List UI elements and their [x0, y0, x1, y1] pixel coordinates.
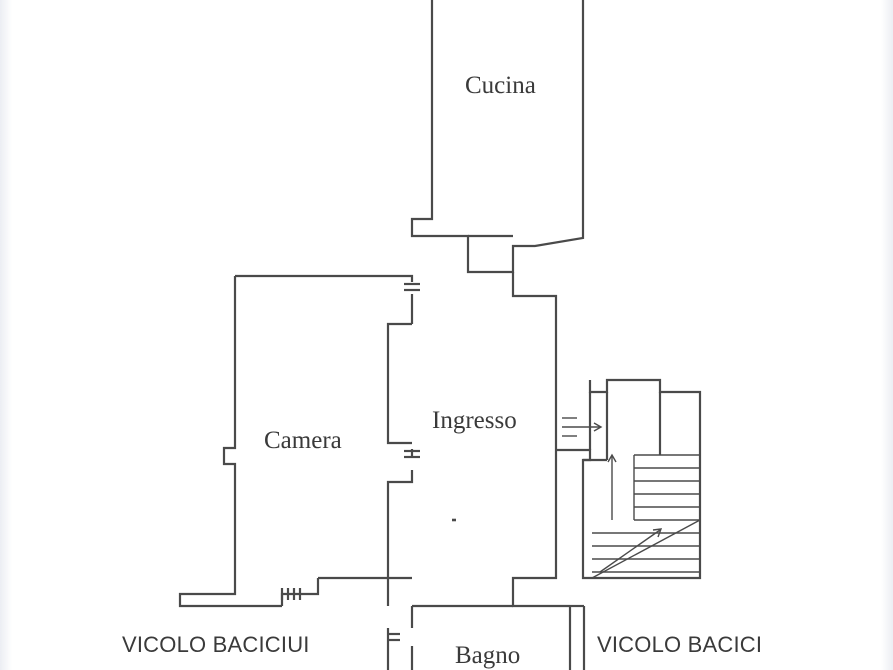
room-outline-ingresso	[386, 272, 586, 670]
room-label-camera: Camera	[264, 427, 342, 454]
stair-direction-arrows	[599, 453, 663, 573]
room-outline-cucina	[410, 0, 585, 274]
room-label-bagno: Bagno	[455, 642, 521, 669]
street-label-left: VICOLO BACICIUI	[122, 632, 310, 657]
wall-break-marks	[280, 282, 420, 642]
stairwell-outline	[556, 378, 702, 580]
room-label-cucina: Cucina	[465, 72, 536, 99]
stair-treads-lower	[591, 519, 701, 579]
street-label-right: VICOLO BACICI	[597, 632, 763, 657]
stair-treads-upper	[633, 454, 700, 521]
entry-door-arrow	[562, 417, 603, 437]
room-label-ingresso: Ingresso	[432, 407, 517, 434]
